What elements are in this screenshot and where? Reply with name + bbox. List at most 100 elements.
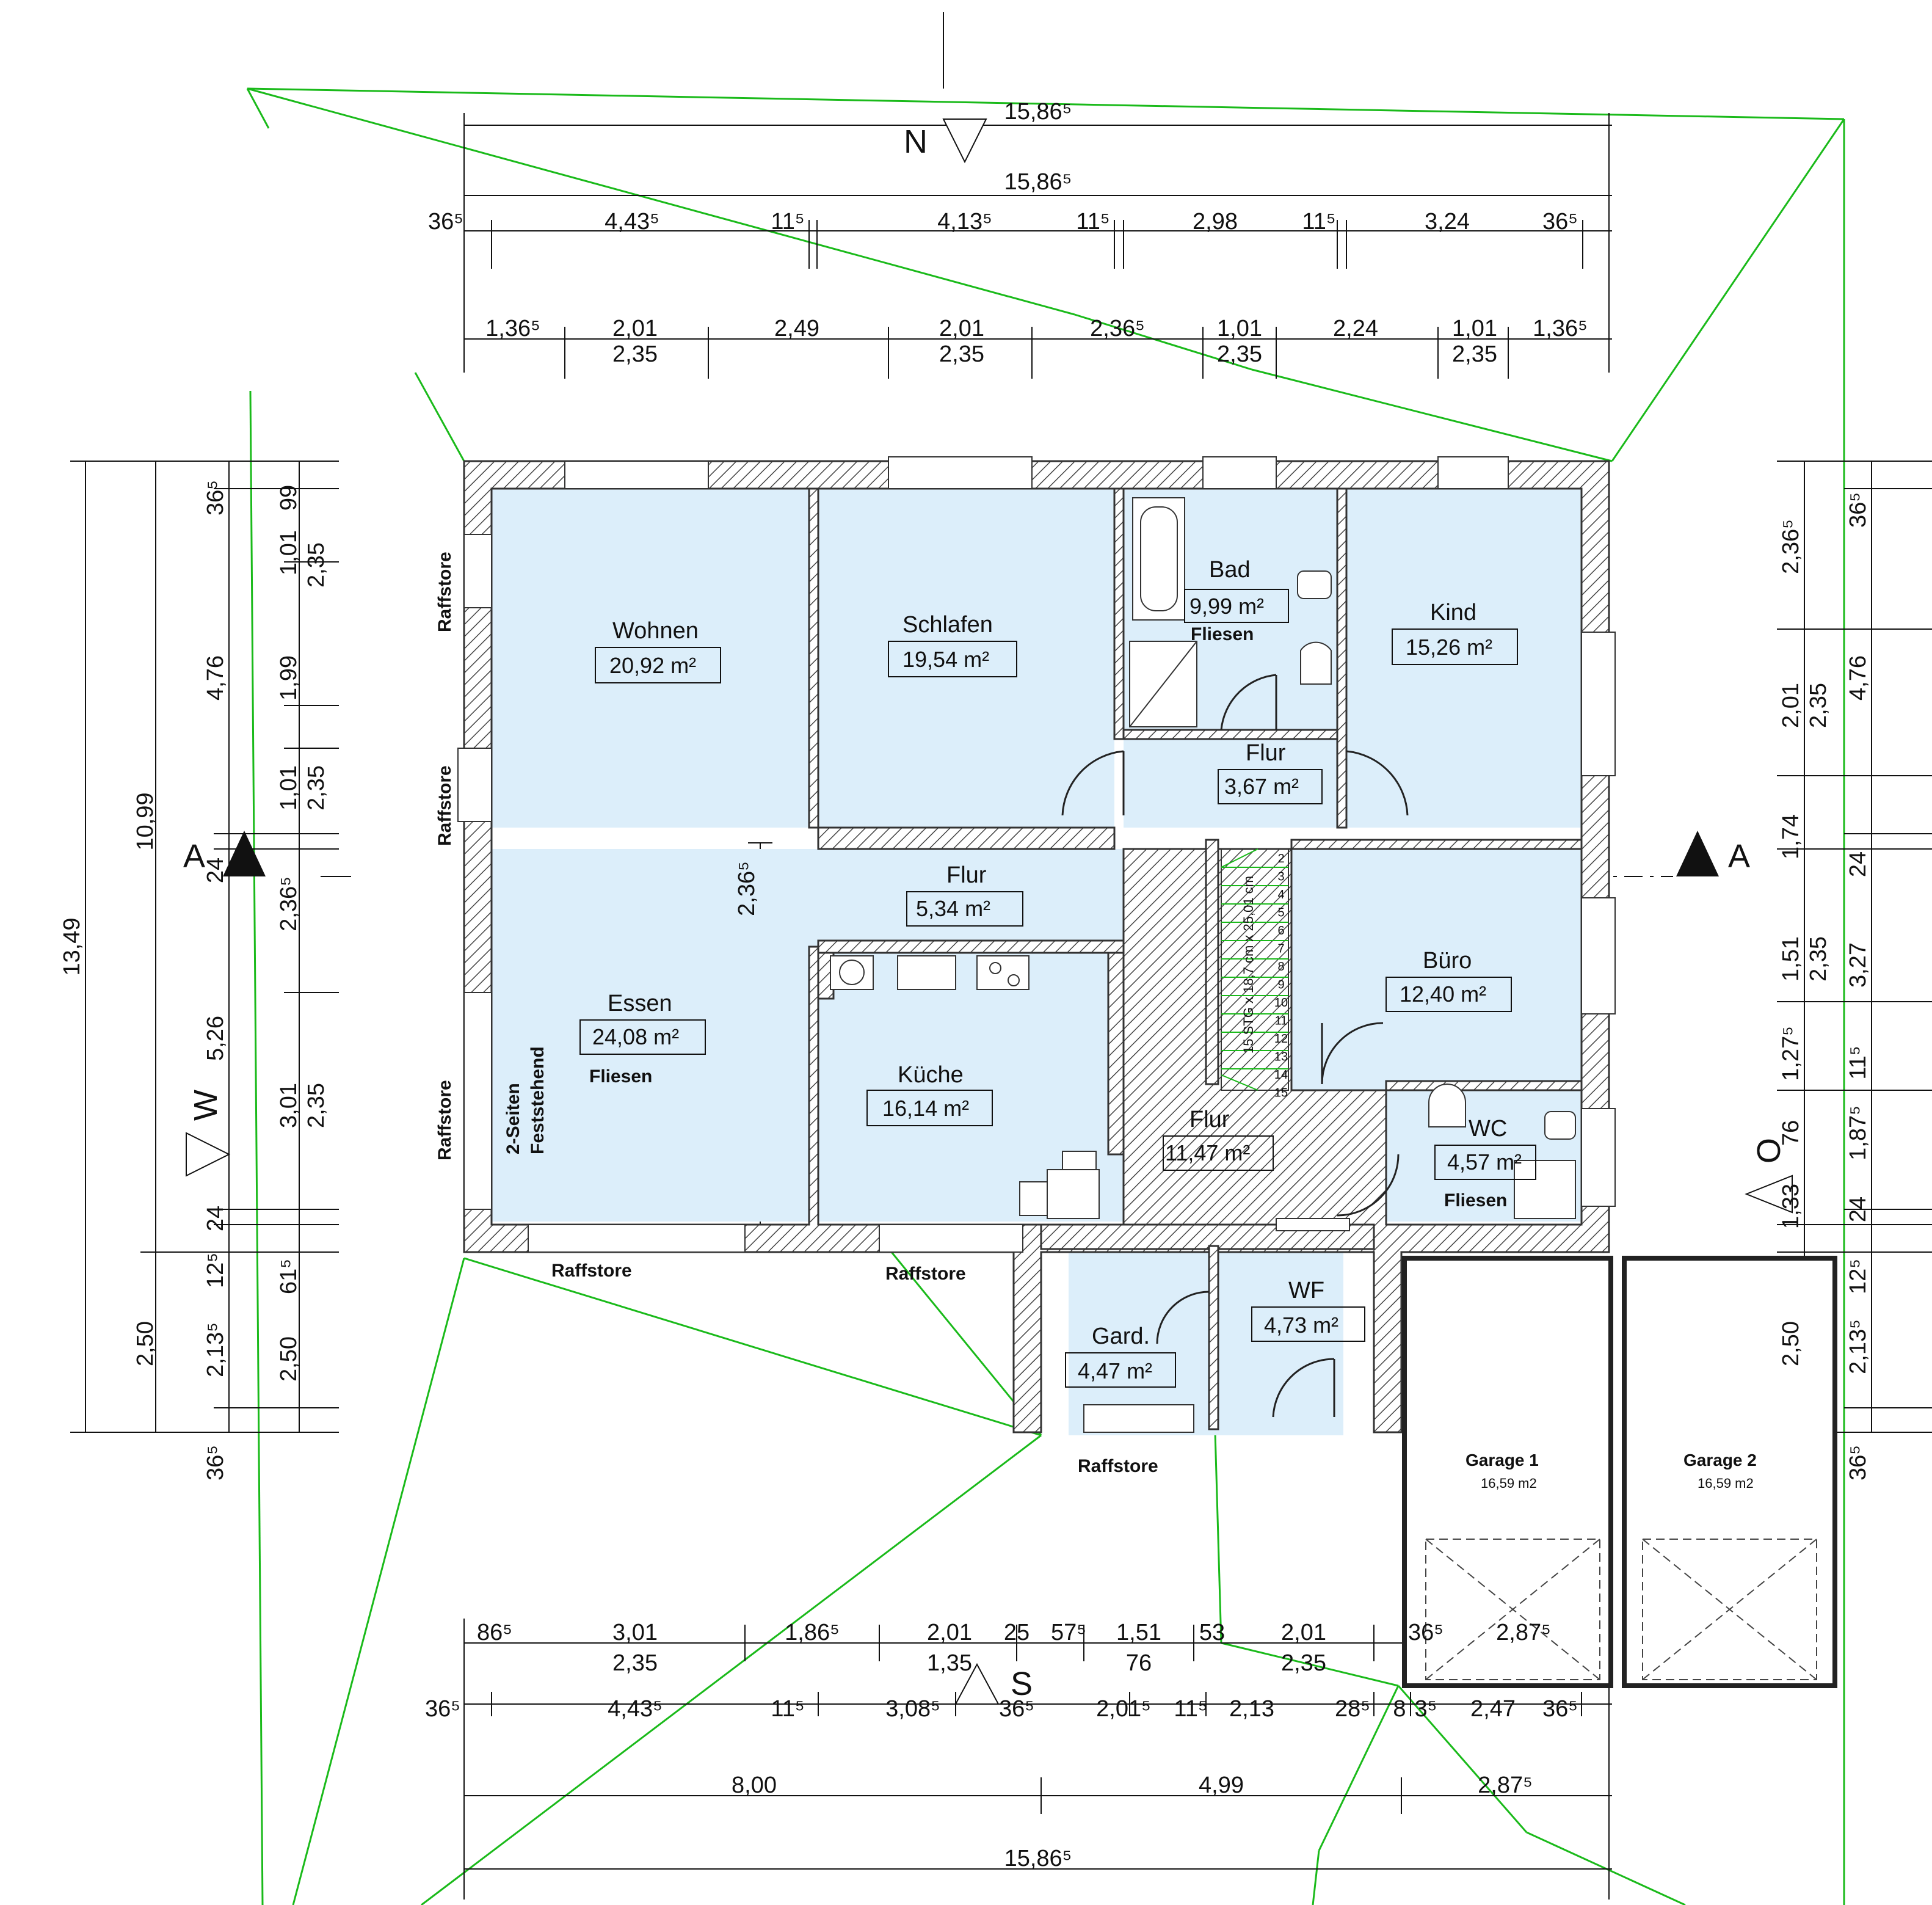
room-area-boxes — [579, 589, 1536, 1388]
dim-right: 36⁵ — [1845, 1445, 1871, 1481]
dim-right: 1,51 — [1778, 936, 1804, 982]
dimension-texts: 15,86⁵ 15,86⁵ 36⁵ 4,43⁵ 11⁵ 4,13⁵ 11⁵ 2,98 11⁵ 3,… — [59, 99, 1871, 1871]
dim-right: 76 — [1778, 1120, 1804, 1146]
dim-top: 2,49 — [774, 316, 819, 341]
dim-bottom: 2,87⁵ — [1496, 1620, 1551, 1645]
room-name-gard: Gard. — [1092, 1324, 1150, 1349]
dim-right: 2,50 — [1778, 1321, 1804, 1366]
stair-step-number: 11 — [1275, 1014, 1288, 1028]
room-name-flur-low: Flur — [1189, 1107, 1230, 1132]
dim-left: 2,35 — [303, 542, 329, 588]
dim-bottom: 1,86⁵ — [785, 1620, 840, 1645]
dim-top: 4,13⁵ — [937, 209, 992, 235]
fixtures — [830, 497, 1576, 1219]
dim-right: 4,76 — [1845, 655, 1871, 701]
dim-bottom: 25 — [1004, 1620, 1030, 1645]
north-label: N — [904, 123, 928, 160]
dim-bottom: 36⁵ — [425, 1696, 460, 1722]
dim-left: 12⁵ — [203, 1253, 228, 1288]
room-labels: Wohnen 20,92 m² Schlafen 19,54 m² Bad 9,… — [589, 557, 1522, 1383]
north-triangle-icon — [942, 118, 987, 164]
dim-left: 36⁵ — [203, 1445, 228, 1481]
west-triangle-icon — [186, 1132, 231, 1177]
room-name-kind: Kind — [1430, 600, 1476, 625]
dim-right: 1,27⁵ — [1778, 1026, 1804, 1081]
dim-bottom-overall: 15,86⁵ — [1004, 1846, 1072, 1871]
dim-right: 2,35 — [1806, 683, 1831, 728]
dim-bottom: 2,35 — [1281, 1650, 1326, 1676]
dim-right: 2,01 — [1778, 683, 1804, 728]
dim-left: 36⁵ — [203, 480, 228, 515]
room-area-wohnen: 20,92 m² — [609, 653, 696, 678]
raffstore-labels: Raffstore Raffstore Raffstore Raffstore … — [435, 552, 1158, 1476]
room-name-schlafen: Schlafen — [902, 612, 993, 638]
dim-bottom: 36⁵ — [1408, 1620, 1444, 1645]
dim-right: 1,74 — [1778, 814, 1804, 859]
section-a-right-icon — [1676, 831, 1719, 876]
dim-top: 2,35 — [1217, 341, 1262, 367]
room-area-flur-low: 11,47 m² — [1165, 1140, 1250, 1165]
stairs — [1221, 848, 1289, 1091]
dim-bottom: 3,01 — [612, 1620, 658, 1645]
east-label: O — [1751, 1138, 1787, 1164]
room-area-gard: 4,47 m² — [1078, 1358, 1152, 1383]
dim-left: 2,35 — [303, 1083, 329, 1128]
dim-left: 4,76 — [203, 655, 228, 701]
stair-step-number: 15 — [1274, 1087, 1288, 1100]
stair-step-number: 8 — [1277, 960, 1284, 974]
dim-bottom: 11⁵ — [771, 1696, 804, 1722]
dim-bottom: 3,08⁵ — [885, 1696, 940, 1722]
west-label: W — [187, 1090, 224, 1121]
room-area-flur-mid: 5,34 m² — [916, 896, 990, 921]
room-area-essen: 24,08 m² — [592, 1024, 679, 1049]
dim-bottom: 1,35 — [927, 1650, 972, 1676]
room-note-essen: Fliesen — [589, 1066, 652, 1087]
stair-step-number: 3 — [1277, 870, 1284, 884]
room-name-wohnen: Wohnen — [612, 618, 699, 644]
dim-top: 2,36⁵ — [1090, 316, 1145, 341]
dim-bottom: 4,99 — [1199, 1772, 1244, 1798]
stair-step-number: 12 — [1274, 1032, 1288, 1046]
raffstore-label: Raffstore — [551, 1261, 632, 1281]
dim-bottom: 2,13 — [1229, 1696, 1274, 1722]
sight-lines — [246, 87, 1845, 1905]
section-label-right: A — [1728, 838, 1750, 875]
dim-bottom: 36⁵ — [999, 1696, 1034, 1722]
dim-left-overall: 13,49 — [59, 917, 85, 975]
dim-bottom: 11⁵ — [1174, 1696, 1207, 1722]
dim-bottom: 53 — [1199, 1620, 1225, 1645]
dim-right: 11⁵ — [1845, 1046, 1871, 1079]
room-area-buero: 12,40 m² — [1400, 982, 1486, 1007]
stair-step-number: 7 — [1277, 942, 1284, 956]
raffstore-label: Raffstore — [435, 552, 455, 632]
room-name-essen: Essen — [608, 991, 672, 1016]
dim-right: 24 — [1845, 851, 1871, 877]
dim-bottom: 28⁵ — [1335, 1696, 1370, 1722]
dim-top: 2,98 — [1193, 209, 1238, 235]
walls — [463, 460, 1610, 1433]
dim-interior: 2,36⁵ — [734, 861, 760, 916]
dim-bottom: 4,43⁵ — [608, 1696, 663, 1722]
dim-top: 2,35 — [612, 341, 658, 367]
dim-top-overall: 15,86⁵ — [1004, 99, 1072, 125]
dim-bottom: 2,35 — [612, 1650, 658, 1676]
dim-top: 2,01 — [939, 316, 984, 341]
stair-step-number: 6 — [1277, 924, 1284, 938]
stair-step-number: 13 — [1274, 1051, 1288, 1064]
dim-right: 24 — [1845, 1197, 1871, 1222]
garage-1-name: Garage 1 — [1465, 1451, 1539, 1470]
dim-top: 11⁵ — [1076, 209, 1109, 235]
stair-step-number: 2 — [1277, 852, 1284, 865]
dim-top: 1,36⁵ — [1533, 316, 1588, 341]
dimension-lines — [70, 12, 1932, 1900]
dim-left: 2,50 — [276, 1336, 302, 1382]
room-name-wf: WF — [1288, 1278, 1324, 1303]
dim-right: 2,13⁵ — [1845, 1319, 1871, 1374]
dim-left: 1,01 — [276, 765, 302, 810]
dim-right: 2,35 — [1806, 936, 1831, 982]
room-area-wc: 4,57 m² — [1447, 1149, 1522, 1175]
dim-right: 1,33 — [1778, 1184, 1804, 1229]
dim-bottom: 2,01⁵ — [1096, 1696, 1151, 1722]
